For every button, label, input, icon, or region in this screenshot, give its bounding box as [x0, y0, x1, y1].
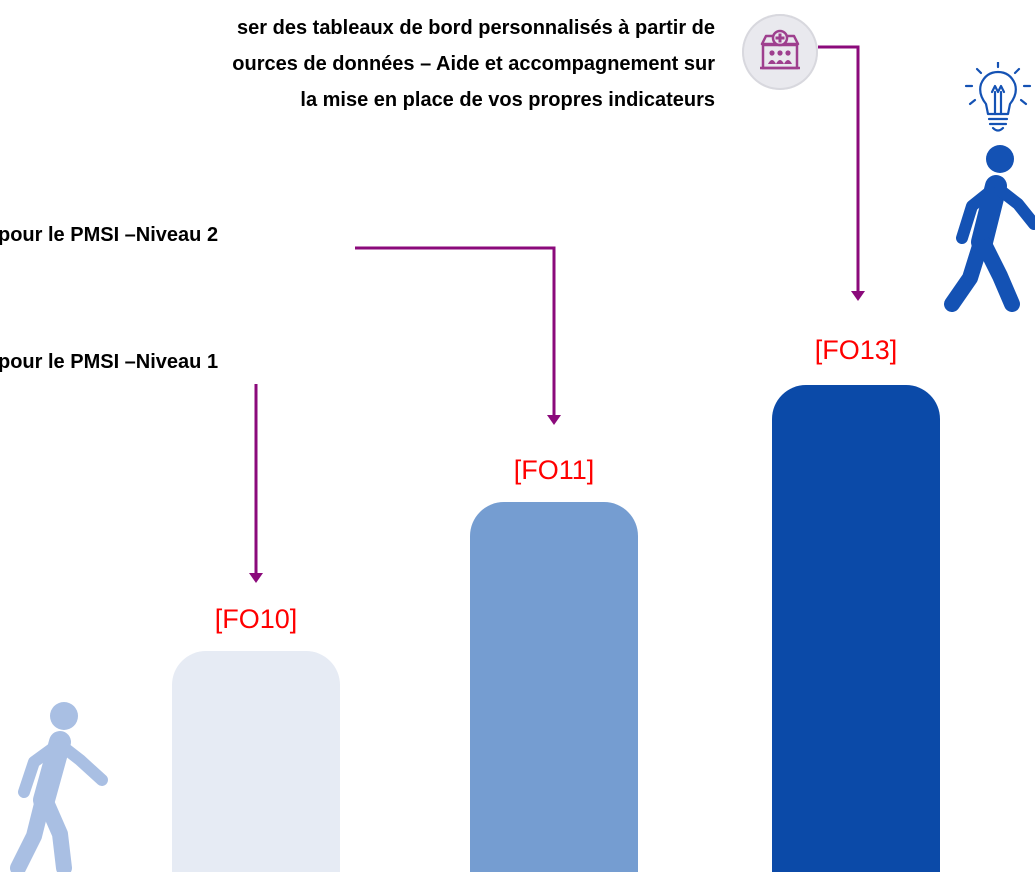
fo13-bar	[772, 385, 940, 872]
fo10-label: [FO10]	[214, 604, 298, 634]
fo13-description-line: ources de données – Aide et accompagneme…	[232, 53, 715, 75]
person-walking-icon	[10, 702, 108, 872]
fo11-arrow	[355, 246, 561, 425]
fo10-bar	[172, 651, 340, 872]
fo13-arrow	[818, 45, 865, 301]
fo11-description: pour le PMSI –Niveau 2	[0, 224, 219, 246]
fo11-bar	[470, 502, 638, 872]
fo10-description: pour le PMSI –Niveau 1	[0, 351, 219, 373]
fo13-description-line: ser des tableaux de bord personnalisés à…	[237, 17, 715, 39]
fo11-label: [FO11]	[513, 455, 595, 485]
person-walking-icon	[944, 145, 1035, 312]
lightbulb-icon	[964, 62, 1032, 132]
fo13-label: [FO13]	[814, 335, 898, 365]
hospital-icon	[742, 14, 818, 90]
fo13-description: ser des tableaux de bord personnalisés à…	[232, 10, 715, 118]
fo13-description-line: la mise en place de vos propres indicate…	[300, 89, 715, 111]
fo10-arrow	[249, 384, 263, 583]
